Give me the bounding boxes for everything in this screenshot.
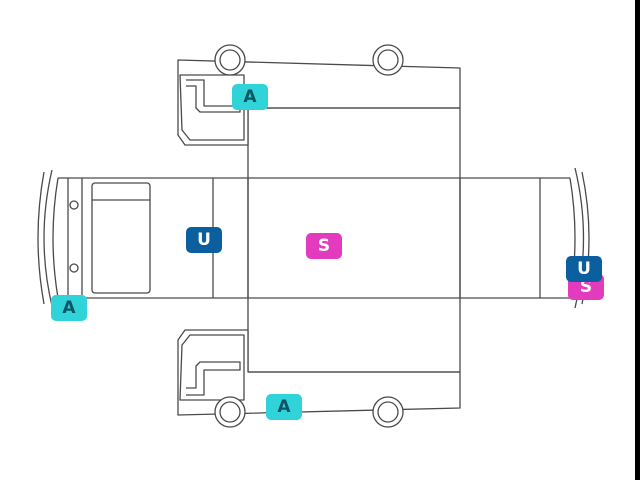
edge-border: [635, 0, 640, 480]
marker-s-rear-label: S: [579, 276, 593, 297]
marker-u-front[interactable]: U: [186, 227, 222, 253]
marker-a-front-label: A: [62, 297, 76, 318]
marker-s-roof-label: S: [317, 235, 331, 256]
upper-side-view: [177, 44, 461, 146]
front-view: [37, 169, 248, 307]
marker-a-bottom-label: A: [277, 396, 291, 417]
marker-a-top[interactable]: A: [232, 84, 268, 110]
marker-u-front-label: U: [197, 229, 211, 250]
marker-s-roof[interactable]: S: [306, 233, 342, 259]
marker-a-bottom[interactable]: A: [266, 394, 302, 420]
marker-a-front[interactable]: A: [51, 295, 87, 321]
lower-side-view: [177, 329, 461, 428]
marker-a-top-label: A: [243, 86, 257, 107]
marker-u-rear-label: U: [577, 258, 591, 279]
marker-u-rear[interactable]: U: [566, 256, 602, 282]
roof-top-view: [247, 108, 461, 372]
